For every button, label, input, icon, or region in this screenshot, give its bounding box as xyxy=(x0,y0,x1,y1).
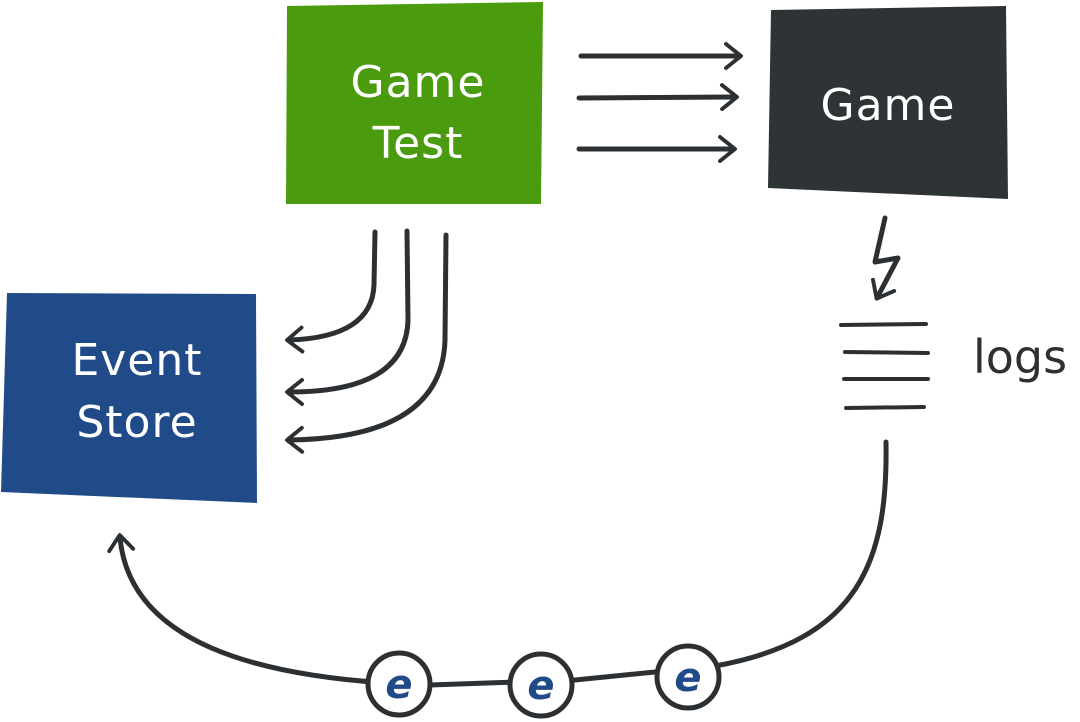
event-circle-2: e xyxy=(507,651,575,719)
arrow-test-to-store-1 xyxy=(285,229,378,354)
game-test-label-line2: Test xyxy=(372,118,464,169)
logs-label: logs xyxy=(973,330,1067,384)
event-label-1: e xyxy=(385,662,412,708)
arrow-test-to-game-2 xyxy=(576,83,739,112)
game-label: Game xyxy=(821,80,956,131)
event-circle-1: e xyxy=(365,650,433,718)
event-label-2: e xyxy=(527,663,554,709)
log-line-2 xyxy=(843,350,930,355)
event-store-box xyxy=(1,293,257,503)
game-test-to-event-store-arrows xyxy=(285,228,449,454)
event-store-label-line1: Event xyxy=(71,335,202,386)
arrow-test-to-store-3 xyxy=(285,232,449,454)
logs-lines xyxy=(839,322,930,410)
game-node: Game xyxy=(768,6,1008,199)
game-box xyxy=(768,6,1008,199)
event-circle-3: e xyxy=(654,643,722,711)
game-test-to-game-arrows xyxy=(576,42,743,163)
event-label-3: e xyxy=(674,655,701,701)
event-store-label-line2: Store xyxy=(76,397,197,448)
game-test-box xyxy=(286,2,543,204)
lightning-arrow xyxy=(871,215,901,301)
log-line-1 xyxy=(839,322,928,327)
log-line-4 xyxy=(844,405,926,410)
event-store-node: Event Store xyxy=(1,293,257,503)
arrow-test-to-store-2 xyxy=(285,228,411,406)
game-test-node: Game Test xyxy=(286,2,543,204)
game-test-label-line1: Game xyxy=(351,57,486,108)
